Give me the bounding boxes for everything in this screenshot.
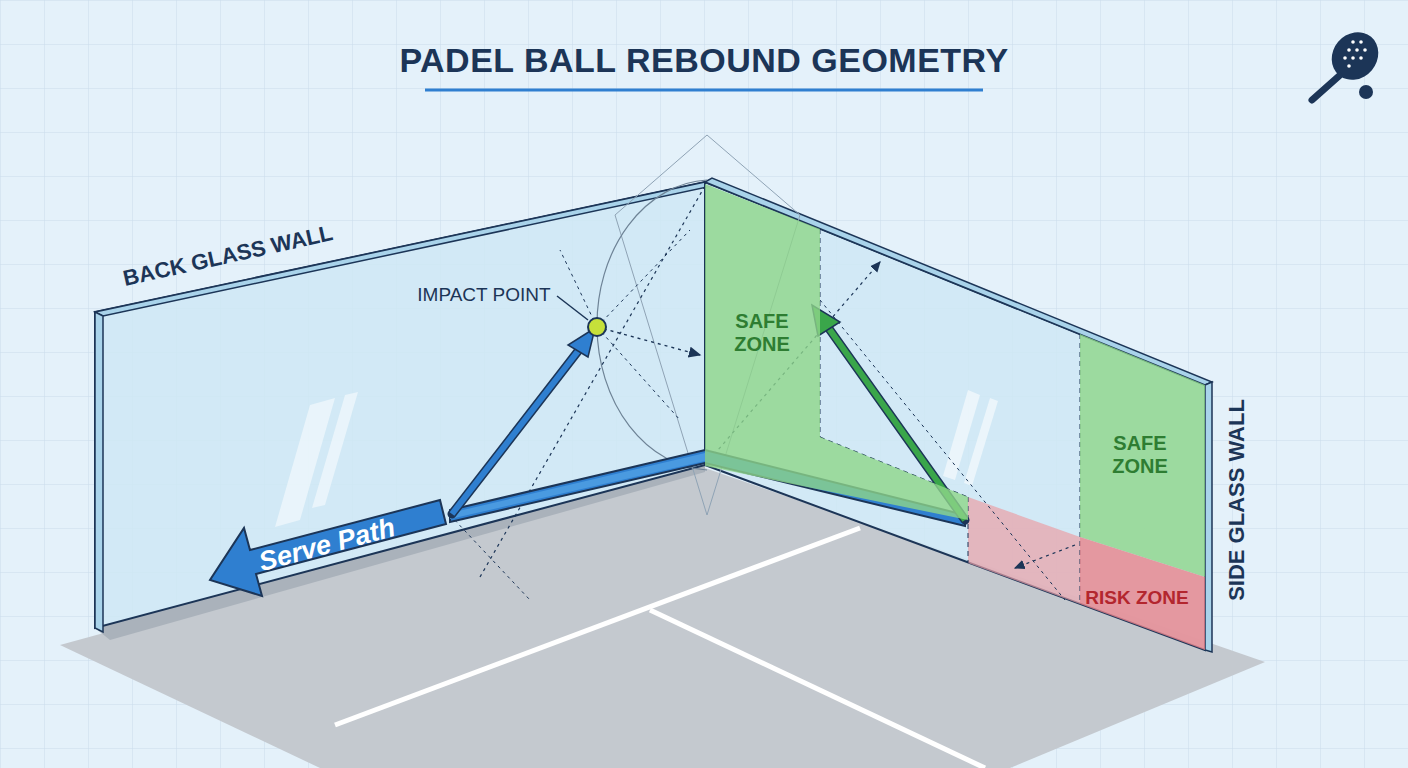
- trajectory-line: [450, 515, 530, 600]
- trajectory-line: [480, 186, 705, 577]
- callout-label: IMPACT POINT: [417, 284, 550, 306]
- risk-zone: RISK ZONE: [1080, 537, 1205, 650]
- rebound-arrow: [597, 327, 700, 355]
- zone-label: SAFE ZONE: [716, 310, 808, 356]
- safe-zone-fill: [1080, 334, 1205, 577]
- zone-label: RISK ZONE: [1075, 587, 1199, 609]
- wall-label: SIDE GLASS WALL: [1224, 399, 1250, 601]
- side-glass-wall: [705, 182, 1205, 650]
- reflection-arc: [597, 180, 707, 470]
- normal-line: [560, 250, 597, 327]
- court-line: [650, 610, 985, 768]
- wall-end-edge: [1205, 382, 1212, 652]
- trajectory-line: [597, 327, 680, 420]
- wall-end-edge: [95, 312, 103, 632]
- rebound-arrow: [1015, 545, 1075, 568]
- safe-zone-fill: [705, 184, 968, 520]
- padel-icon: [1312, 23, 1388, 100]
- incoming-arrow: [452, 346, 582, 514]
- safe-zone: SAFE ZONE: [1080, 334, 1205, 577]
- safe-zone: SAFE ZONE: [705, 184, 968, 520]
- incoming-arrow: [452, 346, 582, 514]
- glass-glare: [964, 398, 998, 486]
- serve-path-arrow: [210, 500, 446, 596]
- title-underline: [425, 89, 983, 92]
- wall-top-edge: [95, 182, 712, 316]
- impact-ball: [588, 318, 606, 336]
- glass-glare: [312, 392, 358, 508]
- zone-label: SAFE ZONE: [1094, 432, 1186, 478]
- court-line: [335, 528, 860, 725]
- diagram-title: PADEL BALL REBOUND GEOMETRY: [399, 41, 1008, 80]
- leader-line: [557, 296, 588, 320]
- trajectory-line: [597, 230, 690, 327]
- trajectory-line: [820, 300, 1065, 600]
